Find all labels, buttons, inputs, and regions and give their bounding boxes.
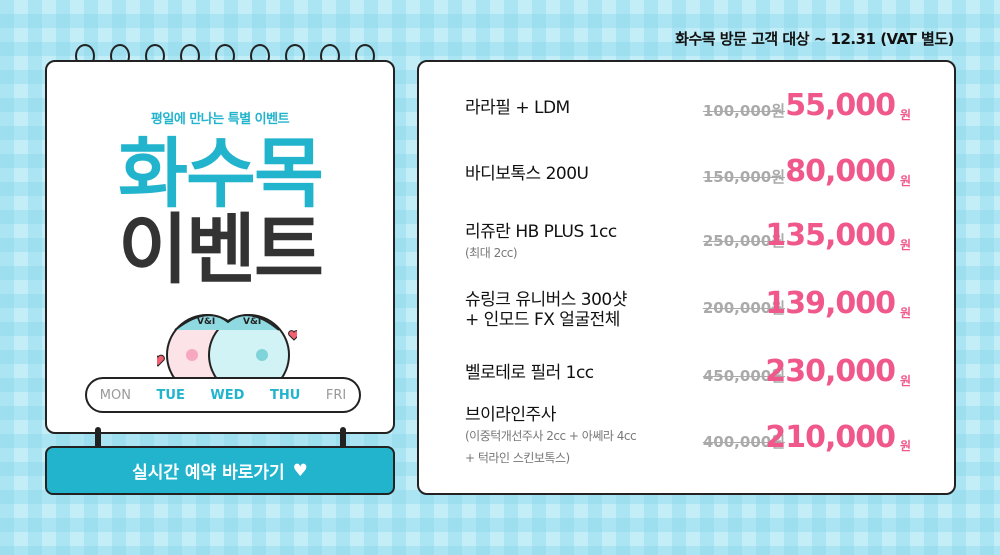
price-item: 벨로테로 필러 1cc 450,000원 230,000 원 [465,354,925,389]
item-name: 라라필 + LDM [465,98,570,118]
price-item: 리쥬란 HB PLUS 1cc (최대 2cc) 250,000원 135,00… [465,218,925,264]
item-note-line2: + 턱라인 스킨보톡스) [465,451,570,465]
day-tue: TUE [156,387,185,403]
sale-price: 230,000 [765,354,896,389]
weekday-selector: MON TUE WED THU FRI [85,377,361,413]
currency-unit: 원 [899,374,911,388]
stand-post [340,427,346,453]
stand-post [95,427,101,453]
mascot-illustration: V&I V&I [157,314,297,380]
svg-text:V&I: V&I [243,317,261,327]
sale-price: 139,000 [765,286,896,321]
original-price: 100,000원 [702,102,785,120]
currency-unit: 원 [899,174,911,188]
item-name: 바디보톡스 200U [465,164,589,184]
item-note: (최대 2cc) [465,246,518,260]
price-item: 라라필 + LDM 100,000원 55,000 원 [465,88,925,123]
event-calendar-card: 평일에 만나는 특별 이벤트 화수목 이벤트 V&I V&I MON TUE W… [45,60,395,434]
price-item: 슈링크 유니버스 300샷 + 인모드 FX 얼굴전체 200,000원 139… [465,286,925,330]
sale-price: 80,000 [785,154,896,189]
price-item: 브이라인주사 (이중턱개선주사 2cc + 아쎄라 4cc + 턱라인 스킨보톡… [465,405,925,469]
currency-unit: 원 [899,238,911,252]
item-name-line2: + 인모드 FX 얼굴전체 [465,310,620,330]
sale-price: 210,000 [765,420,896,455]
original-price: 150,000원 [702,168,785,186]
currency-unit: 원 [899,108,911,122]
event-notice: 화수목 방문 고객 대상 ~ 12.31 (VAT 별도) [675,30,954,48]
heart-icon: ♥ [292,460,308,481]
day-thu: THU [269,387,301,403]
currency-unit: 원 [899,306,911,320]
item-name: 슈링크 유니버스 300샷 [465,290,627,310]
day-wed: WED [210,387,245,403]
sale-price: 135,000 [765,218,896,253]
original-price: 250,000원 [702,232,785,250]
original-price: 400,000원 [702,433,785,451]
reservation-button[interactable]: 실시간 예약 바로가기 ♥ [45,446,395,495]
svg-text:V&I: V&I [197,317,215,327]
event-title-days: 화수목 [118,129,324,218]
day-fri: FRI [325,387,347,403]
item-name: 브이라인주사 [465,405,556,425]
item-name: 벨로테로 필러 1cc [465,363,594,383]
item-note: (이중턱개선주사 2cc + 아쎄라 4cc [465,429,637,443]
original-price: 450,000원 [702,367,785,385]
reservation-label: 실시간 예약 바로가기 [132,463,285,483]
price-list-card [417,60,956,495]
event-title: 이벤트 [118,205,324,294]
currency-unit: 원 [899,439,911,453]
sale-price: 55,000 [785,88,896,123]
price-item: 바디보톡스 200U 150,000원 80,000 원 [465,154,925,189]
item-name: 리쥬란 HB PLUS 1cc [465,222,617,242]
day-mon: MON [99,387,131,403]
original-price: 200,000원 [702,299,785,317]
event-subtitle: 평일에 만나는 특별 이벤트 [150,112,290,127]
